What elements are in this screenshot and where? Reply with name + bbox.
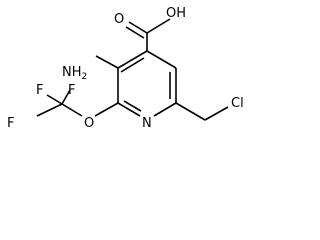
bond-c6-ch2 <box>175 102 206 121</box>
structure-drawing: OH O NH2 N O F F F Cl <box>7 6 244 131</box>
bond-n1-c6 <box>153 102 177 117</box>
bond-c2-n1 <box>117 102 141 117</box>
bond-cf3-f-top-left <box>46 94 63 105</box>
bond-c4-c3 <box>117 50 148 69</box>
atom-label-nh2: NH2 <box>62 65 87 82</box>
atom-label-oh: OH <box>166 6 186 21</box>
nh2-subscript: 2 <box>82 72 88 82</box>
bond-cf3-f-top-right <box>61 89 71 105</box>
bond-cooh-o-b <box>125 26 145 39</box>
bond-ch2-cl <box>204 106 229 121</box>
molecule-canvas: OH O NH2 N O F F F Cl <box>7 6 244 131</box>
bond-o-cf3 <box>61 103 83 117</box>
atom-label-carbonyl-o: O <box>114 12 124 27</box>
bond-c4-c3-inner <box>120 57 145 73</box>
nh-text: NH <box>62 65 82 80</box>
atom-label-cl: Cl <box>231 96 244 111</box>
atom-label-f-top-left: F <box>36 83 43 98</box>
bond-cooh-oh <box>146 18 171 34</box>
bond-c2-n1-inner <box>123 100 142 112</box>
atom-label-ether-o: O <box>84 116 94 131</box>
atom-label-f-top-right: F <box>68 83 75 98</box>
atom-label-f-left: F <box>7 116 14 131</box>
bond-cf3-f-left <box>36 103 63 117</box>
bond-c3-nh2 <box>95 55 119 69</box>
bond-c5-c4 <box>146 50 177 69</box>
bond-c2-o <box>94 102 119 117</box>
atom-label-ring-n: N <box>142 116 152 131</box>
bond-cooh-o-a <box>128 21 148 34</box>
